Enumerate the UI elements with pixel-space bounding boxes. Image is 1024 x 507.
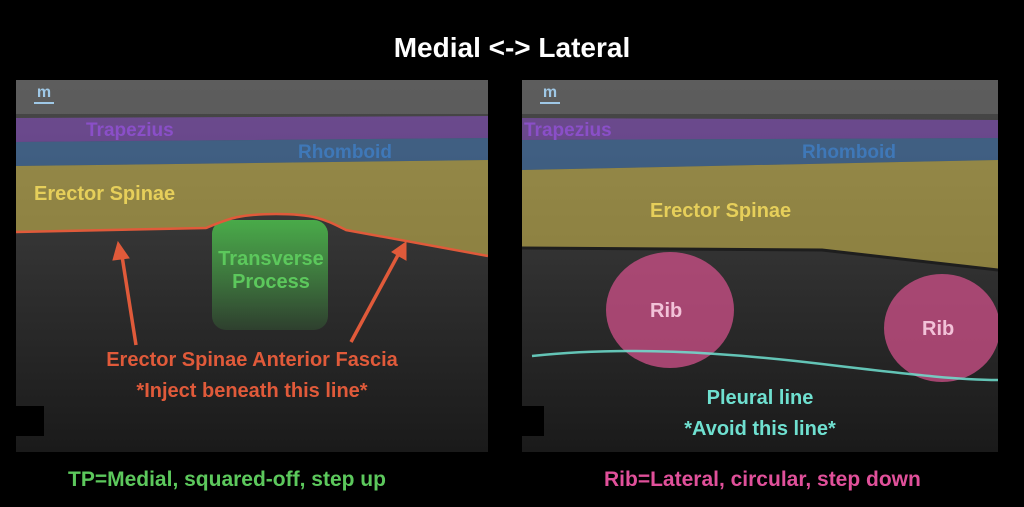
transverse-process-label: Transverse Process xyxy=(218,248,324,293)
fascia-line xyxy=(16,212,488,258)
logo-m-icon: m xyxy=(34,85,54,104)
trapezius-layer xyxy=(522,118,998,140)
arrow-icon xyxy=(349,241,407,343)
rib-1-shape xyxy=(606,252,734,368)
logo-m-icon: m xyxy=(540,85,560,104)
trapezius-layer xyxy=(16,116,488,142)
ultrasound-panel-medial: m Trapezius Rhomboid Erector Spinae Tran… xyxy=(16,80,488,452)
rib-1-label: Rib xyxy=(650,300,683,322)
rib-2-shape xyxy=(884,274,998,382)
erector-spinae-label: Erector Spinae xyxy=(34,183,176,205)
pleural-line xyxy=(531,349,998,382)
page-title: Medial <-> Lateral xyxy=(393,32,631,63)
arrow-icon xyxy=(112,240,138,346)
rhomboid-layer xyxy=(522,138,998,170)
inject-note: *Inject beneath this line* xyxy=(136,380,368,402)
transverse-process-region xyxy=(212,220,328,330)
fascia-label: Erector Spinae Anterior Fascia xyxy=(106,349,398,371)
caption-left: TP=Medial, squared-off, step up xyxy=(68,468,386,491)
ultrasound-panel-lateral: m Trapezius Rhomboid Erector Spinae Rib … xyxy=(522,80,998,452)
rhomboid-label: Rhomboid xyxy=(802,142,896,163)
rib-2-label: Rib xyxy=(922,318,955,340)
ultrasound-image-lateral xyxy=(522,80,998,452)
avoid-note: *Avoid this line* xyxy=(684,418,836,440)
rhomboid-layer xyxy=(16,138,488,166)
caption-right: Rib=Lateral, circular, step down xyxy=(604,468,921,491)
erector-spinae-label: Erector Spinae xyxy=(650,200,792,222)
erector-spinae-layer xyxy=(522,160,998,270)
ultrasound-image-medial xyxy=(16,80,488,452)
trapezius-label: Trapezius xyxy=(524,120,612,141)
rhomboid-label: Rhomboid xyxy=(298,142,392,163)
trapezius-label: Trapezius xyxy=(86,120,174,141)
erector-spinae-layer xyxy=(16,160,488,256)
pleural-line-label: Pleural line xyxy=(706,387,814,409)
